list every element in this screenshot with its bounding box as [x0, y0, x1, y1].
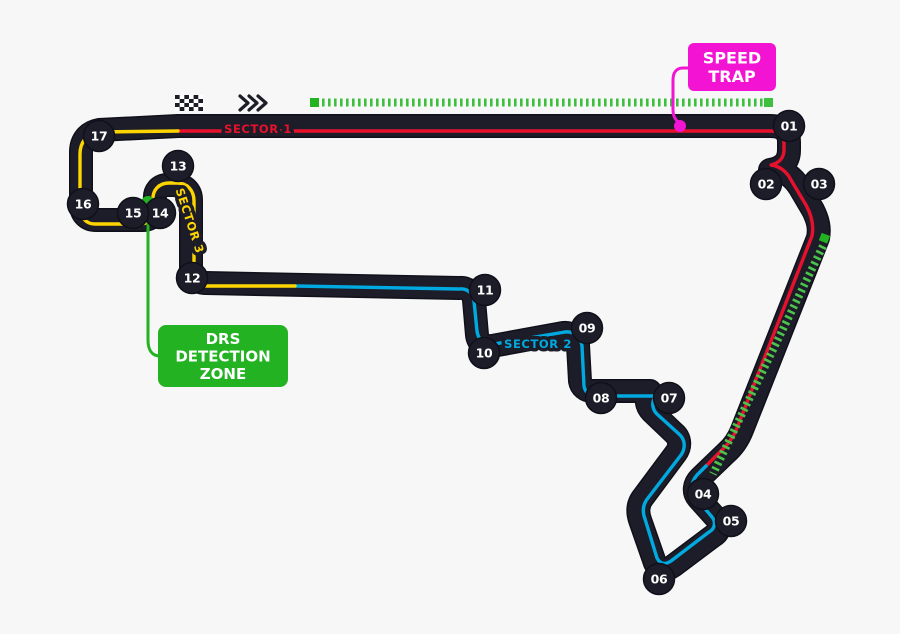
- svg-text:03: 03: [811, 177, 828, 192]
- drs-zone-back-straight: [709, 232, 831, 476]
- drs-badge-line-1: DRS: [206, 330, 241, 348]
- turn-marker-04: 04: [686, 477, 720, 511]
- speed-trap-badge-line-1: SPEED: [703, 49, 761, 68]
- turn-marker-10: 10: [467, 336, 501, 370]
- speed-trap-badge-line-2: TRAP: [708, 67, 756, 86]
- turn-marker-15: 15: [116, 196, 150, 230]
- sector-1-label: SECTOR 1: [224, 122, 292, 136]
- svg-text:04: 04: [695, 487, 712, 502]
- turn-marker-12: 12: [175, 261, 209, 295]
- drs-detection-zone-badge[interactable]: DRS DETECTION ZONE: [158, 325, 288, 387]
- svg-text:16: 16: [75, 197, 92, 212]
- svg-text:01: 01: [781, 119, 798, 134]
- drs-zone-end-marker-1: [764, 98, 773, 107]
- svg-text:09: 09: [579, 321, 596, 336]
- turn-markers: 01 02 03 04 05 06: [66, 109, 836, 596]
- speed-trap-leader-line: [671, 66, 690, 126]
- turn-marker-11: 11: [468, 273, 502, 307]
- turn-marker-07: 07: [652, 381, 686, 415]
- drs-detection-leader-line: [146, 206, 162, 358]
- svg-text:14: 14: [152, 206, 169, 221]
- svg-text:10: 10: [476, 346, 493, 361]
- speed-trap-point: [674, 120, 686, 132]
- speed-trap-badge[interactable]: SPEED TRAP: [688, 43, 776, 91]
- turn-marker-14: 14: [143, 196, 177, 230]
- drs-badge-line-2: DETECTION: [175, 347, 270, 365]
- drs-zone-start-marker-2: [818, 232, 831, 244]
- svg-text:05: 05: [723, 514, 740, 529]
- drs-badge-line-3: ZONE: [200, 365, 246, 383]
- svg-text:15: 15: [125, 206, 142, 221]
- turn-marker-08: 08: [584, 381, 618, 415]
- drs-zone-start-marker-1: [310, 98, 319, 107]
- turn-marker-01: 01: [772, 109, 806, 143]
- sector-2-label: SECTOR 2: [504, 337, 572, 351]
- svg-text:11: 11: [477, 283, 494, 298]
- turn-marker-02: 02: [749, 167, 783, 201]
- svg-text:08: 08: [593, 391, 610, 406]
- svg-text:12: 12: [184, 271, 201, 286]
- turn-marker-05: 05: [714, 504, 748, 538]
- checkered-flag-icon: [175, 95, 203, 111]
- svg-text:02: 02: [758, 177, 775, 192]
- svg-text:07: 07: [661, 391, 678, 406]
- turn-marker-13: 13: [161, 149, 195, 183]
- turn-marker-17: 17: [82, 119, 116, 153]
- svg-text:06: 06: [651, 572, 668, 587]
- drs-zone-main-straight: [310, 98, 773, 107]
- speed-trap-connector: [671, 66, 690, 132]
- turn-marker-06: 06: [642, 562, 676, 596]
- svg-text:17: 17: [91, 129, 108, 144]
- turn-marker-09: 09: [570, 311, 604, 345]
- direction-chevrons-icon: [238, 94, 268, 112]
- turn-marker-03: 03: [802, 167, 836, 201]
- turn-marker-16: 16: [66, 187, 100, 221]
- svg-text:13: 13: [170, 159, 187, 174]
- drs-zone-dash-line-2: [709, 244, 827, 476]
